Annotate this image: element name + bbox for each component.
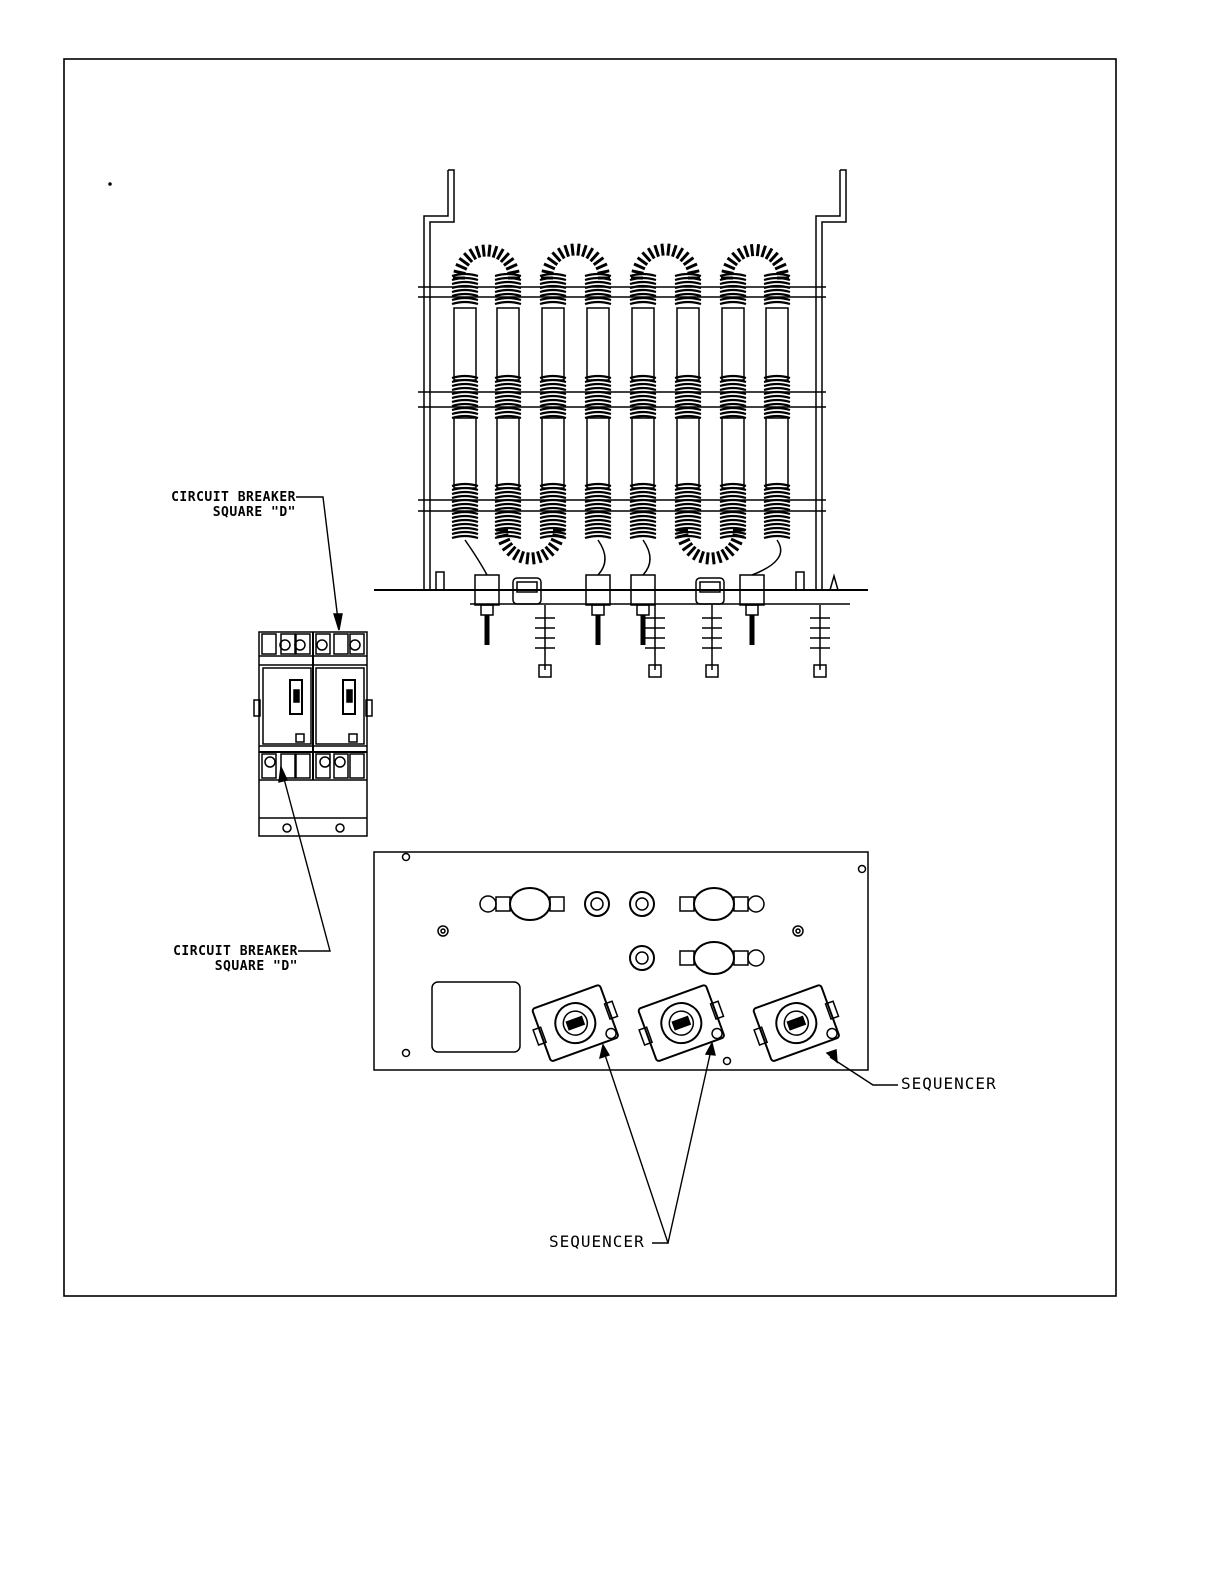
sequencer-relay [526, 982, 624, 1063]
callout-circuit-breaker-bottom: CIRCUIT BREAKER SQUARE "D" [152, 944, 298, 974]
cable-clamp [480, 888, 564, 920]
left-frame [430, 170, 454, 590]
sequencer-relay [632, 982, 730, 1063]
bushing [630, 892, 654, 916]
callout-line-2: SQUARE "D" [150, 505, 296, 520]
circuit-breaker [254, 632, 372, 836]
heater-tube [585, 274, 611, 538]
sequencers [526, 982, 845, 1063]
cable-clamp [680, 888, 764, 920]
terminal-post [631, 575, 655, 645]
drawing-border [64, 59, 1116, 1296]
callout-sequencer-bottom: SEQUENCER [549, 1234, 645, 1249]
heater-tube [495, 274, 521, 538]
heater-tube [630, 274, 656, 538]
fuse-link [810, 605, 830, 677]
knockout-bushings [480, 888, 764, 974]
heater-tube [452, 274, 478, 538]
callout-line-2: SQUARE "D" [152, 959, 298, 974]
bushing [585, 892, 609, 916]
callout-line-1: CIRCUIT BREAKER [152, 944, 298, 959]
support-rods [418, 287, 826, 511]
coil-top-loop [453, 245, 520, 278]
fuse-link [535, 605, 555, 677]
coil-bottom-loop [676, 530, 745, 564]
heater-coils [452, 244, 790, 575]
terminal-post [475, 575, 499, 645]
coil-top-loop [721, 244, 789, 278]
callout-circuit-breaker-top: CIRCUIT BREAKER SQUARE "D" [150, 490, 296, 520]
terminal-post [586, 575, 610, 645]
heater-tube [764, 274, 790, 538]
coil-top-loop [631, 244, 700, 278]
fuse-link [702, 605, 722, 677]
fuse-link [645, 605, 665, 677]
heater-tube [675, 274, 701, 538]
heater-tube [720, 274, 746, 538]
terminal-post [740, 575, 764, 645]
right-frame [822, 170, 846, 590]
callout-line-1: CIRCUIT BREAKER [150, 490, 296, 505]
coil-top-loop [541, 244, 610, 278]
callout-sequencer-right: SEQUENCER [901, 1076, 997, 1091]
rating-plate [432, 982, 520, 1052]
heater-element-assembly [374, 170, 868, 677]
coil-bottom-loop [496, 530, 565, 564]
leader-lines [279, 497, 898, 1243]
control-panel [374, 852, 868, 1070]
heater-tube [540, 274, 566, 538]
element-terminals [436, 572, 838, 677]
cable-clamp [680, 942, 764, 974]
bushing [630, 946, 654, 970]
